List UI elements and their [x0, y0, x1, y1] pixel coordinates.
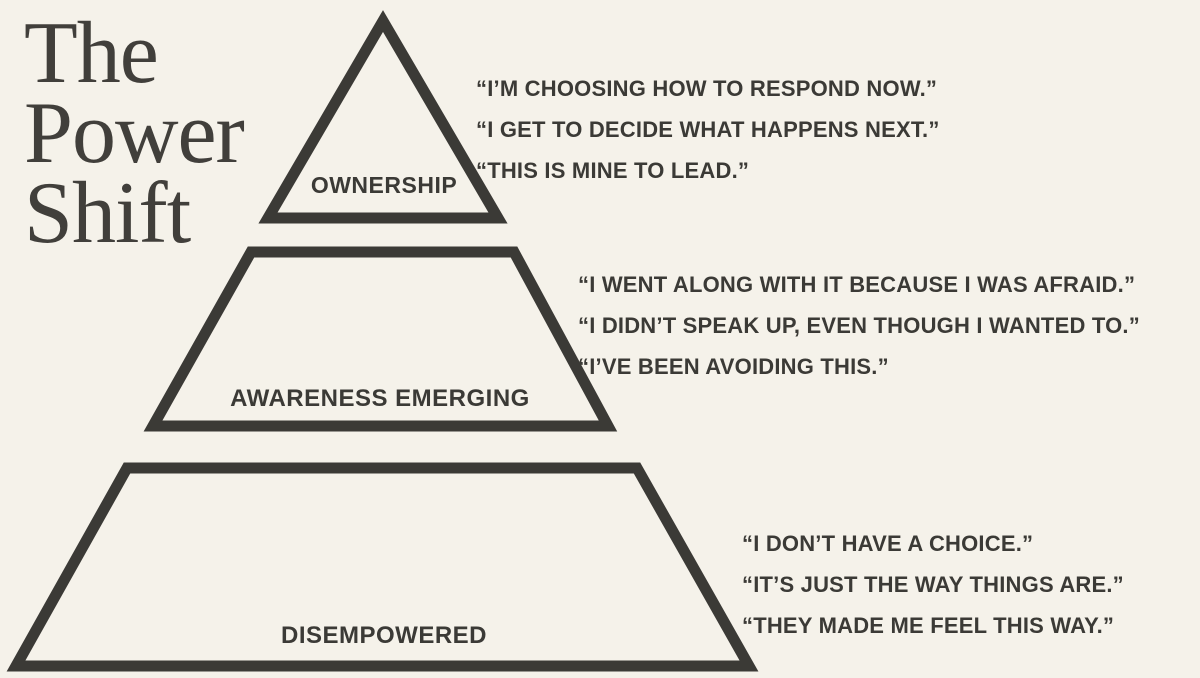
title-line-3: Shift — [24, 165, 191, 262]
title-line-2: Power — [24, 85, 245, 182]
quote-line: “THIS IS MINE TO LEAD.” — [476, 158, 750, 183]
title-line-1: The — [24, 5, 159, 102]
quote-line: “I’VE BEEN AVOIDING THIS.” — [578, 354, 889, 379]
quotes-awareness-emerging: “I WENT ALONG WITH IT BECAUSE I WAS AFRA… — [578, 264, 1140, 387]
tier-ownership-shape — [258, 10, 508, 224]
page-title: The Power Shift — [24, 5, 245, 262]
quotes-disempowered: “I DON’T HAVE A CHOICE.” “IT’S JUST THE … — [742, 523, 1124, 646]
tier-disempowered-shape — [6, 462, 759, 672]
quote-line: “I GET TO DECIDE WHAT HAPPENS NEXT.” — [476, 117, 940, 142]
tier-label-awareness-emerging: AWARENESS EMERGING — [230, 385, 530, 412]
quote-line: “I DON’T HAVE A CHOICE.” — [742, 531, 1034, 556]
quote-line: “IT’S JUST THE WAY THINGS ARE.” — [742, 572, 1124, 597]
quote-line: “I’M CHOOSING HOW TO RESPOND NOW.” — [476, 76, 938, 101]
quote-line: “I DIDN’T SPEAK UP, EVEN THOUGH I WANTED… — [578, 313, 1140, 338]
quotes-ownership: “I’M CHOOSING HOW TO RESPOND NOW.” “I GE… — [476, 68, 940, 191]
tier-label-ownership: OWNERSHIP — [310, 172, 458, 198]
quote-line: “THEY MADE ME FEEL THIS WAY.” — [742, 613, 1115, 638]
tier-label-disempowered: DISEMPOWERED — [280, 622, 488, 649]
tier-awareness-shape — [143, 246, 618, 432]
quote-line: “I WENT ALONG WITH IT BECAUSE I WAS AFRA… — [578, 272, 1136, 297]
